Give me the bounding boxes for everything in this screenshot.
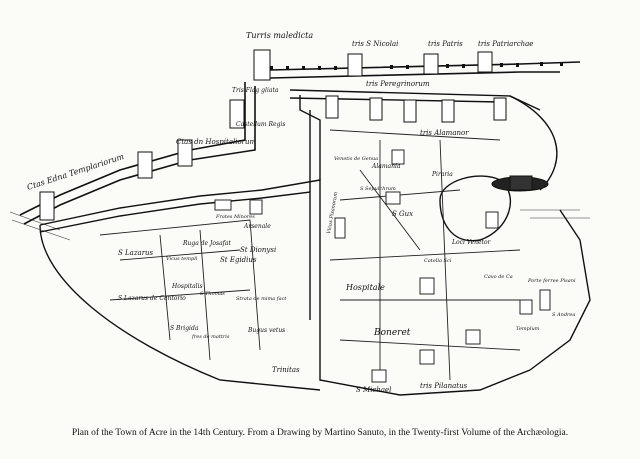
label-tris-patriarchae: tris Patriarchae [478, 40, 533, 48]
label-pirarther: Piraria [431, 171, 453, 178]
label-fratres-de-mattris: fres de mattris [191, 334, 230, 340]
label-trinitas: Trinitas [272, 366, 300, 374]
label-cavo-de-ca: Cavo de Ca [484, 274, 513, 280]
label-arsenale: Arsenale [243, 223, 271, 230]
label-castellum-regis: Castellum Regis [236, 121, 285, 128]
label-s-brigida: S Brigida [170, 325, 199, 332]
label-strata-de-mima: Strata de mima fact [236, 296, 287, 302]
label-s-lazarus-de-cantorio: S Lazarus de Cantorio [118, 295, 186, 302]
label-hospitalis: Hospitalis [171, 283, 203, 290]
sea-tower [491, 175, 549, 192]
label-porta-ferrea: Porte ferree Pisani [527, 278, 576, 284]
label-venetis-de-genua: Venetis de Genua [334, 156, 378, 162]
label-s-dionysii: St Dionysi [240, 246, 276, 254]
north-wall [262, 61, 581, 79]
label-alamania: Alamania [371, 163, 401, 170]
label-tris-patris: tris Patris [428, 40, 463, 48]
label-tris-peregrinorum: tris Peregrinorum [366, 80, 430, 88]
label-tris-s-nicolai: tris S Nicolai [352, 40, 398, 48]
north-wall-crenels [270, 62, 563, 70]
label-hospitale: Hospitale [345, 283, 385, 292]
label-fratres-minores: Frates Minores [215, 214, 255, 220]
label-ruga-de-josafat: Ruga de Josafat [182, 240, 231, 247]
label-turris-maledicta: Turris maledicta [246, 31, 313, 40]
label-s-gux: S Gux [392, 210, 413, 218]
label-tris-pilanatus: tris Pilanatus [420, 382, 468, 390]
label-s-michael: S Michael [356, 386, 391, 394]
label-loci-venatores: Loci Venetor [451, 239, 492, 246]
label-ctas-templariorum: Ctas Edna Templariorum [26, 152, 126, 192]
label-vicus-templi: Vicus templi [166, 256, 198, 262]
label-boneret: Boneret [373, 328, 411, 338]
label-templum: Templum [516, 326, 540, 332]
label-catella-sci: Catella Sci [424, 258, 452, 264]
label-tris-flagellata: Tris Flag gliata [232, 87, 279, 94]
west-wall-towers [39, 99, 245, 221]
town-interior-wall [39, 95, 591, 396]
label-s-thomas: S Thomas [200, 291, 225, 297]
plate-caption: Plan of the Town of Acre in the 14th Cen… [71, 428, 569, 438]
inner-wall-towers [325, 95, 507, 123]
label-s-lazarus: S Lazarus [118, 249, 154, 257]
label-s-sepulchrum: S Sepulchrum [360, 186, 396, 192]
sea-hatching [9, 209, 590, 241]
label-bugus-vetus: Bugus vetus [247, 327, 285, 334]
label-ctas-hospitaliorum: Ctas dn Hospitaliorum [176, 138, 257, 146]
harbour-wall [439, 95, 558, 242]
label-s-egidius: St Egidius [220, 256, 257, 264]
streets [99, 129, 521, 381]
label-tris-alamanor: tris Alamanor [420, 129, 469, 137]
buildings [214, 149, 551, 383]
label-s-andrea: S Andrea [552, 312, 575, 318]
tower-group-north [253, 49, 493, 81]
